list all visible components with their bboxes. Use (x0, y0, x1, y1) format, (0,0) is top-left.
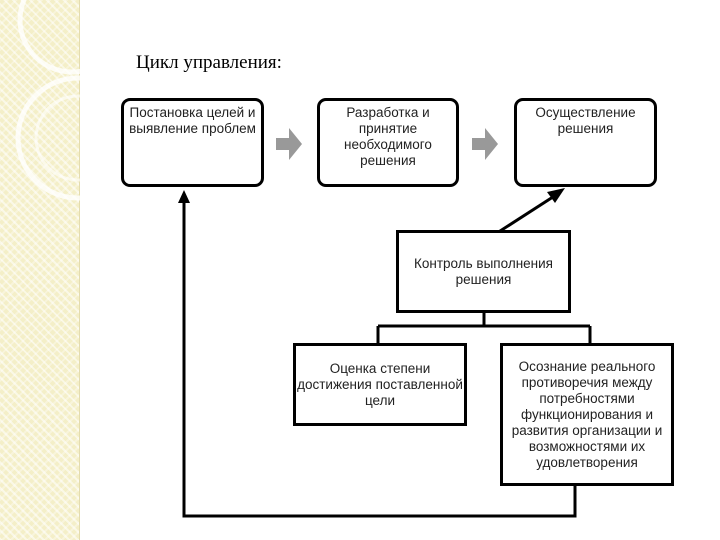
node-goal-setting-label: Постановка целей и выявление проблем (129, 105, 256, 136)
node-implementation: Осуществление решения (514, 98, 657, 187)
node-goal-setting: Постановка целей и выявление проблем (121, 98, 264, 187)
node-decision-making-label: Разработка и принятие необходимого решен… (344, 105, 432, 168)
arrowhead-icon (547, 188, 565, 203)
node-decision-making: Разработка и принятие необходимого решен… (317, 98, 459, 187)
node-goal-assessment-label: Оценка степени достижения поставленной ц… (297, 360, 463, 408)
control-to-implementation-arrow (496, 193, 557, 235)
page-title: Цикл управления: (136, 52, 282, 73)
sidebar-border (79, 0, 80, 540)
node-contradiction-awareness-label: Осознание реального противоречия между п… (511, 358, 663, 470)
node-control-label: Контроль выполнения решения (414, 255, 553, 287)
feedback-loop-line (182, 200, 577, 518)
sidebar-ornament (15, 0, 80, 201)
node-contradiction-awareness: Осознание реального противоречия между п… (500, 343, 674, 486)
node-implementation-label: Осуществление решения (535, 105, 636, 136)
node-goal-assessment: Оценка степени достижения поставленной ц… (293, 343, 467, 426)
control-branch-connector (376, 312, 592, 345)
right-arrow-icon (276, 128, 302, 160)
right-arrow-icon (472, 128, 498, 160)
arrowhead-icon (178, 190, 190, 203)
node-control: Контроль выполнения решения (396, 230, 571, 313)
